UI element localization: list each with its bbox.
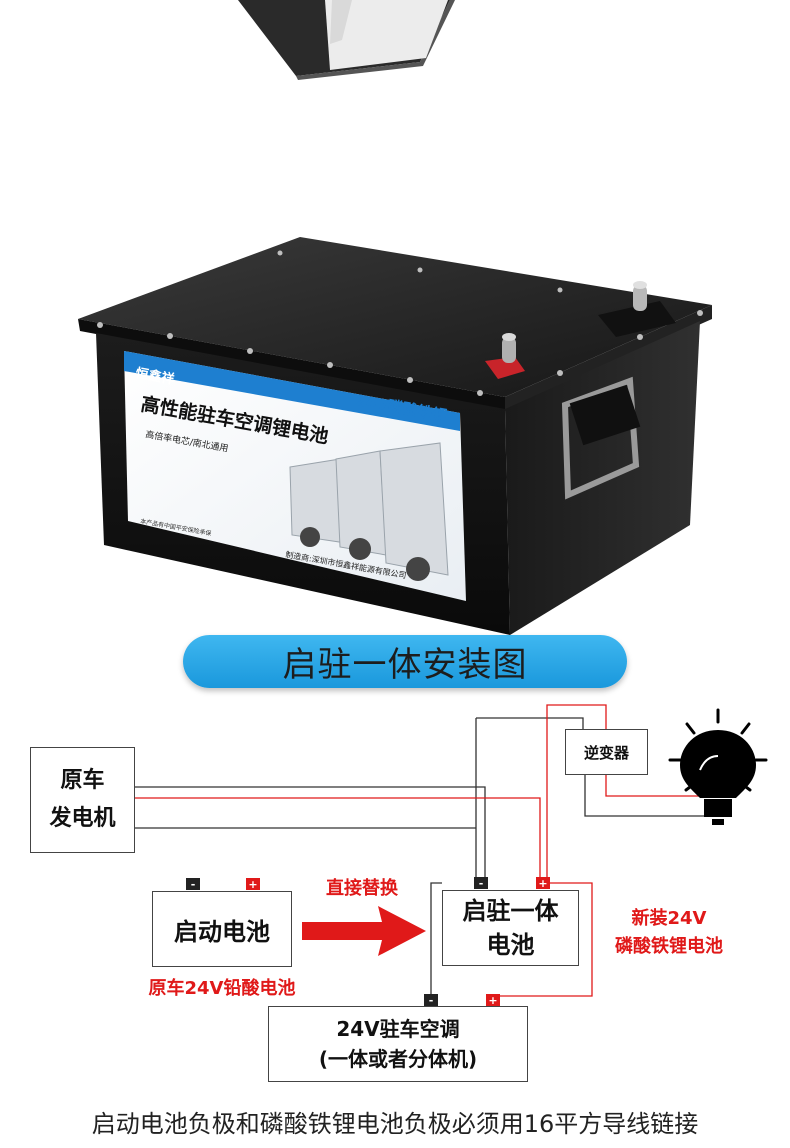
section-title: 启驻一体安装图 — [183, 635, 627, 688]
replace-label: 直接替换 — [326, 878, 398, 899]
battery-product-image: 恒鑫祥 高性能驻车空调锂电池 24V磷酸铁锂 高倍率电芯/南北通用 本产品有中国… — [78, 237, 712, 635]
ac-unit-line1: 24V驻车空调 — [336, 1017, 460, 1041]
integrated-battery-line2: 电池 — [486, 931, 535, 959]
light-bulb-icon — [668, 708, 768, 825]
new-battery-note: 新装24V 磷酸铁锂电池 — [604, 905, 734, 961]
brand-name: 恒鑫祥 — [134, 365, 175, 388]
new-battery-note-line2: 磷酸铁锂电池 — [615, 936, 723, 957]
inverter-box: 逆变器 — [565, 729, 648, 775]
ac-unit-line2: (一体或者分体机) — [318, 1047, 478, 1071]
start-battery-note: 原车24V铅酸电池 — [148, 978, 296, 999]
inverter-label: 逆变器 — [583, 743, 629, 762]
generator-line1: 原车 — [60, 768, 105, 793]
integrated-battery-positive-terminal: + — [536, 877, 550, 889]
start-battery-negative-terminal: - — [186, 878, 200, 890]
footer-note: 启动电池负极和磷酸铁锂电池负极必须用16平方导线链接 — [91, 1110, 699, 1138]
start-battery-box: 启动电池 — [152, 891, 292, 967]
new-battery-note-line1: 新装24V — [631, 908, 707, 929]
integrated-battery-negative-terminal: - — [474, 877, 488, 889]
generator-box: 原车 发电机 — [30, 747, 135, 853]
start-battery-positive-terminal: + — [246, 878, 260, 890]
replace-arrow — [302, 906, 426, 956]
top-battery-crop — [238, 0, 455, 80]
generator-line2: 发电机 — [49, 806, 116, 831]
ac-unit-positive-terminal: + — [486, 994, 500, 1006]
start-battery-label: 启动电池 — [174, 917, 270, 946]
ac-unit-negative-terminal: - — [424, 994, 438, 1006]
integrated-battery-box: 启驻一体 电池 — [442, 890, 579, 966]
ac-unit-box: 24V驻车空调 (一体或者分体机) — [268, 1006, 528, 1082]
integrated-battery-line1: 启驻一体 — [462, 897, 559, 925]
